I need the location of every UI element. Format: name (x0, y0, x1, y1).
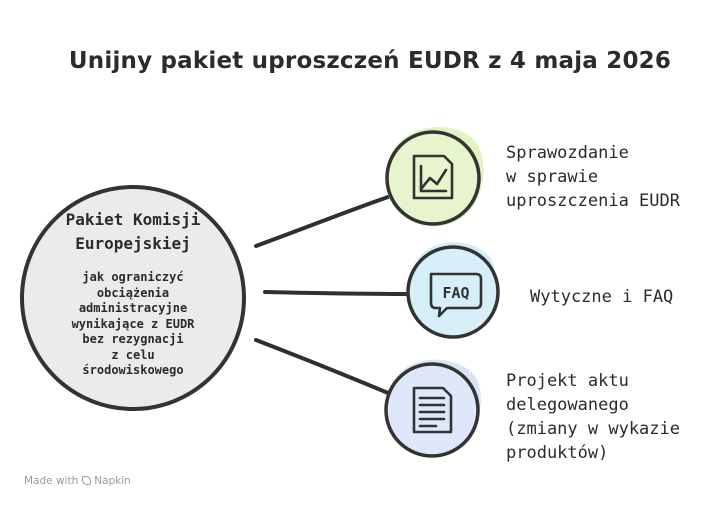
branch-node-2: FAQ (406, 242, 500, 339)
branch-label-line: Sprawozdanie (506, 143, 629, 163)
center-title: Pakiet Komisji Europejskiej (48, 208, 218, 256)
faq-icon-label: FAQ (442, 284, 469, 302)
branch-label-1: Sprawozdanie w sprawie uproszczenia EUDR (506, 141, 680, 213)
branch-label-line: (zmiany w wykazie (506, 419, 680, 439)
branch-label-2: Wytyczne i FAQ (530, 285, 673, 309)
branch-label-line: delegowanego (506, 395, 629, 415)
footer-watermark: Made with Napkin (24, 475, 131, 487)
page-title: Unijny pakiet uproszczeń EUDR z 4 maja 2… (68, 48, 672, 74)
center-description: jak ograniczyć obciążenia administracyjn… (48, 270, 218, 379)
report-chart-icon (412, 154, 454, 200)
node-circle-3 (384, 362, 480, 458)
branch-label-line: uproszczenia EUDR (506, 191, 680, 211)
center-circle (20, 185, 246, 411)
center-description-line: bez rezygnacji (82, 332, 184, 346)
document-icon (412, 386, 453, 434)
connector-line-1 (254, 195, 390, 248)
branch-label-3: Projekt aktu delegowanego (zmiany w wyka… (506, 369, 680, 465)
branch-label-line: Wytyczne i FAQ (530, 287, 674, 307)
center-description-line: administracyjne (78, 301, 188, 315)
napkin-logo-icon (82, 476, 92, 485)
center-description-line: środowiskowego (82, 363, 184, 377)
footer-made-with: Made with (24, 475, 79, 487)
branch-node-3 (384, 359, 481, 458)
branch-label-line: Projekt aktu (506, 371, 629, 391)
center-description-line: wynikające z EUDR (71, 316, 195, 331)
node-circle-1 (385, 130, 481, 226)
center-description-line: jak ograniczyć (82, 270, 184, 284)
center-description-line: z celu (111, 347, 155, 362)
branch-label-line: w sprawie (506, 167, 599, 187)
node-circle-2 (406, 245, 500, 339)
connector-line-3 (254, 338, 390, 395)
faq-bubble-icon: FAQ (429, 272, 483, 318)
branch-node-1 (385, 127, 484, 227)
connector-line-2 (263, 290, 410, 296)
branch-label-line: produktów) (506, 443, 609, 463)
center-title-line: Pakiet Komisji (65, 210, 201, 229)
center-description-line: obciążenia (96, 285, 170, 300)
footer-brand: Napkin (94, 475, 131, 487)
center-title-line: Europejskiej (75, 234, 191, 253)
